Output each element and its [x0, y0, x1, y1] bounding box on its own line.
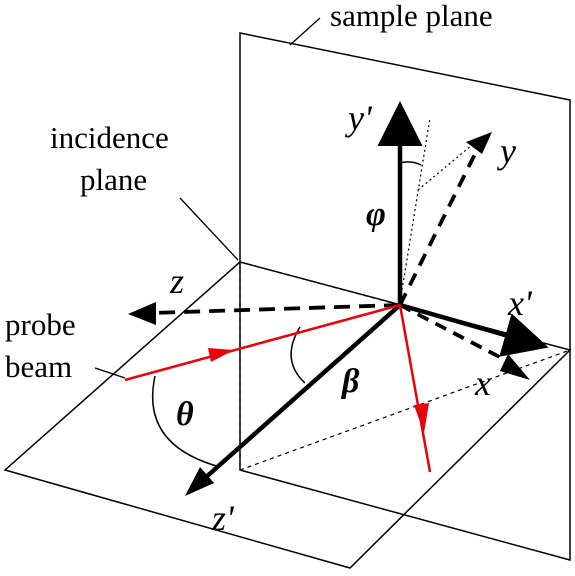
x-axis-arrowhead	[500, 354, 530, 380]
incidence-plane-hidden-edge	[239, 261, 401, 306]
probe-beam-incoming-arrowhead	[208, 348, 234, 362]
phi-arc	[399, 161, 422, 166]
x-prime-axis-label: x'	[507, 283, 533, 323]
probe-beam-label-line1: probe	[5, 307, 76, 342]
sample-plane-pointer	[289, 17, 321, 46]
x-axis	[399, 303, 516, 367]
y-dotted-guide-2	[417, 139, 479, 191]
incidence-plane-pointer	[179, 197, 239, 261]
probe-beam-pointer	[94, 367, 126, 379]
incidence-plane-label-line2: plane	[80, 162, 147, 197]
probe-beam-label-line2: beam	[5, 349, 72, 384]
y-axis	[398, 147, 480, 306]
x-axis-label: x	[474, 363, 491, 403]
z-axis-arrowhead	[128, 302, 156, 325]
y-axis-arrowhead	[466, 132, 492, 154]
y-dotted-guide-1	[401, 117, 431, 291]
beta-label: β	[340, 363, 360, 400]
theta-arc	[151, 375, 221, 468]
phi-label: φ	[366, 196, 386, 233]
z-prime-axis	[203, 303, 402, 480]
y-axis-label: y	[497, 131, 516, 171]
sample-plane	[239, 32, 571, 561]
z-axis	[151, 303, 401, 315]
z-prime-axis-arrowhead	[185, 467, 214, 496]
probe-beam-reflected-arrowhead	[414, 403, 429, 433]
z-axis-label: z	[169, 261, 184, 301]
theta-label: θ	[176, 396, 194, 433]
z-prime-axis-label: z'	[211, 498, 235, 538]
incidence-plane-label-line1: incidence	[50, 120, 169, 155]
probe-beam-reflected	[398, 304, 432, 473]
y-prime-axis-label: y'	[345, 98, 373, 138]
sample-plane-label: sample plane	[330, 0, 493, 33]
x-prime-axis	[399, 302, 549, 357]
incidence-plane-hidden-edge-2	[239, 349, 571, 471]
probe-beam-incoming	[124, 303, 401, 382]
